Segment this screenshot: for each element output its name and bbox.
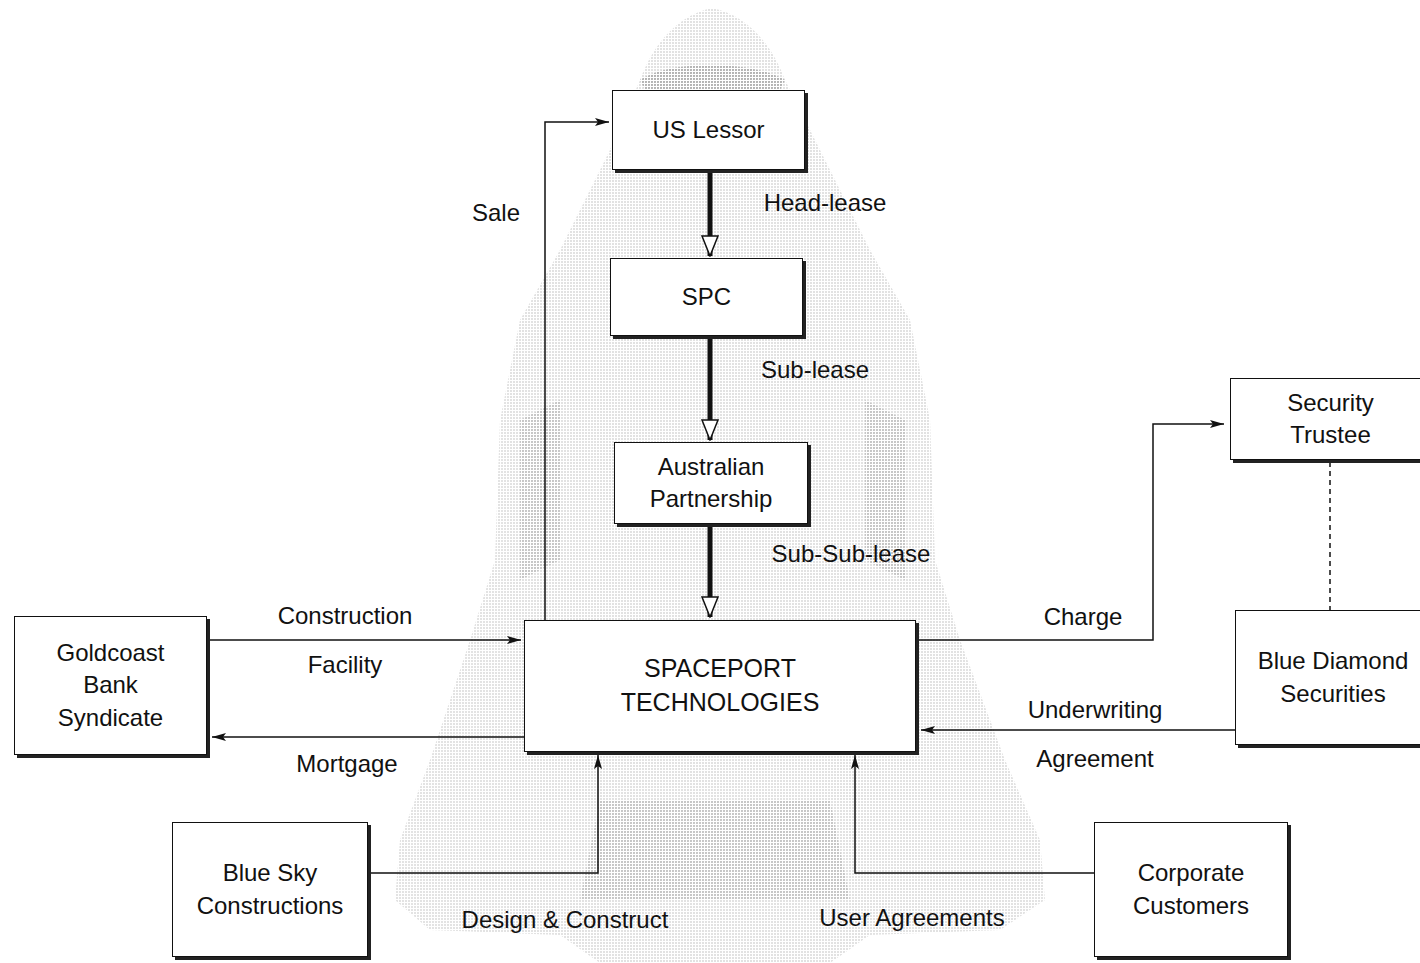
edge-label: Sub-lease: [745, 356, 885, 385]
party-box: Corporate Customers: [1094, 822, 1288, 957]
edge-label: Mortgage: [277, 750, 417, 779]
party-box: Blue Diamond Securities: [1235, 610, 1420, 745]
connector-arrow: [921, 729, 1235, 731]
edge-label: Sale: [456, 199, 536, 228]
party-name: Australian Partnership: [626, 451, 796, 516]
party-name: Blue Sky Constructions: [183, 857, 358, 922]
connector-arrow: [212, 736, 524, 738]
party-name: Blue Diamond Securities: [1248, 645, 1418, 710]
connector-arrow: [368, 755, 598, 873]
lease-arrow: [708, 336, 713, 440]
edge-label: User Agreements: [782, 904, 1042, 933]
party-name: SPC: [682, 281, 731, 313]
edge-label: Sub-Sub-lease: [751, 540, 951, 569]
party-box: Australian Partnership: [614, 442, 808, 524]
edge-label: Charge: [1028, 603, 1138, 632]
lease-arrow: [708, 170, 713, 256]
party-box: US Lessor: [612, 90, 805, 170]
party-name: US Lessor: [652, 114, 764, 146]
connector-arrow: [916, 424, 1224, 640]
party-box: SPC: [610, 258, 803, 336]
party-name: Security Trustee: [1256, 387, 1406, 452]
connector-arrow: [207, 639, 521, 641]
edge-label: Underwriting Agreement: [1006, 686, 1184, 784]
connector-arrow: [1329, 462, 1331, 610]
party-box: Goldcoast Bank Syndicate: [14, 616, 207, 755]
central-company-box: SPACEPORT TECHNOLOGIES: [524, 620, 916, 752]
edge-label: Design & Construct: [435, 906, 695, 935]
party-name: Corporate Customers: [1106, 857, 1276, 922]
edge-label: Construction Facility: [260, 592, 430, 690]
party-box: Security Trustee: [1230, 378, 1420, 460]
party-name: Goldcoast Bank Syndicate: [46, 637, 176, 734]
shuttle-silhouette: [395, 8, 1045, 963]
party-name: SPACEPORT TECHNOLOGIES: [570, 652, 870, 720]
edge-label: Head-lease: [745, 189, 905, 218]
party-box: Blue Sky Constructions: [172, 822, 368, 957]
connector-arrow: [545, 122, 609, 620]
lease-arrow: [708, 524, 713, 617]
connector-arrow: [855, 755, 1094, 873]
